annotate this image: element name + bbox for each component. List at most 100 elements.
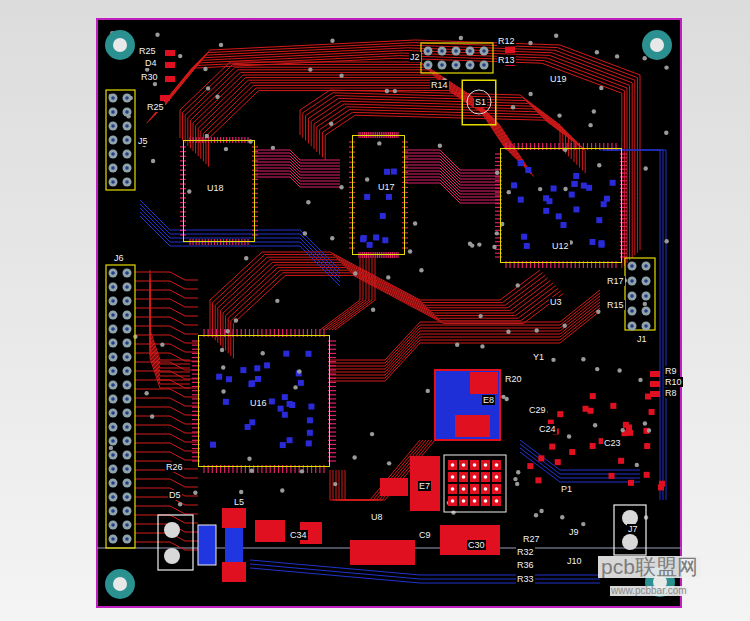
ic-pin [402,187,408,188]
pad [164,548,180,564]
ic-outline: U18 [183,140,255,242]
reference-designator: U8 [370,512,384,522]
trace [135,371,198,379]
smd-pad [249,380,255,386]
via [664,131,668,135]
ic-pin [205,239,206,245]
smd-pad [367,242,373,248]
smd-pad [573,173,579,179]
via [413,221,417,225]
smd-pad [287,437,293,443]
smd-pad [306,440,312,446]
ic-pin [383,252,384,258]
ic-outline: U17 [352,135,405,255]
diode-pad [198,525,216,565]
smd-pad [627,430,633,436]
ic-pin [402,237,408,238]
ic-pin [358,252,359,258]
smd-pad [527,463,533,469]
ic-pin [229,239,230,245]
smd-pad [254,365,260,371]
reference-designator: J10 [566,556,583,566]
ic-pin [252,146,258,147]
copper-pour [470,372,498,394]
via [155,33,159,37]
ic-pin [252,165,258,166]
smd-pad [307,430,313,436]
ic-pin [235,239,236,245]
via [308,67,312,71]
ic-pin [211,239,212,245]
via [459,36,463,40]
reference-designator: R8 [664,388,678,398]
reference-designator: U17 [377,182,396,192]
ic-pin [252,193,258,194]
via [593,423,597,427]
reference-designator: R14 [430,80,449,90]
reference-designator: C24 [538,424,557,434]
ic-pin [402,146,408,147]
trace [135,452,198,460]
header-outline [421,43,493,73]
via [511,105,515,109]
smd-pad [601,201,607,207]
via [339,73,343,77]
via [206,86,210,90]
board-outline [97,19,681,607]
header-pins [109,47,651,544]
trace [135,407,198,415]
smd-pad [283,351,289,357]
traces [109,31,669,583]
ic-pin [252,179,258,180]
via [386,275,390,279]
ic-pin [402,157,408,158]
trace [135,308,198,316]
ic-pin [252,202,258,203]
reference-designator: C30 [467,540,486,550]
smd-pad [361,235,367,241]
via [205,134,209,138]
smd-pad [628,480,634,486]
trace [135,380,198,388]
ic-pin [360,252,361,258]
trace [135,488,198,496]
via [528,92,532,96]
via [371,308,375,312]
watermark: www.pcbbar.com [610,586,688,596]
ic-pin [362,252,363,258]
ic-pin [392,252,393,258]
smd-pad [586,185,592,191]
smd-pad [549,444,555,450]
smd-pad [604,196,610,202]
reference-designator: J6 [113,253,125,263]
reference-designator: U12 [551,241,570,251]
via [560,515,564,519]
smd-pad [289,402,295,408]
ic-pin [244,239,245,245]
ic-pin [402,141,408,142]
trace [250,564,600,579]
via [551,358,555,362]
reference-designator: R26 [165,462,184,472]
via [234,318,238,322]
reference-designator: R13 [497,55,516,65]
reference-designator: S1 [474,97,487,107]
via [516,470,520,474]
via [150,414,154,418]
via [595,367,599,371]
via [219,43,223,47]
smd-pad [590,443,596,449]
via [303,231,307,235]
smd-pad [386,194,392,200]
smd-pad [249,419,255,425]
reference-designator: R17 [606,276,625,286]
via [365,177,369,181]
via [419,268,423,272]
ic-pin [402,222,408,223]
via [563,187,567,191]
trace [322,112,582,170]
via [506,329,510,333]
ic-pin [381,252,382,258]
reference-designator: R25 [146,102,165,112]
